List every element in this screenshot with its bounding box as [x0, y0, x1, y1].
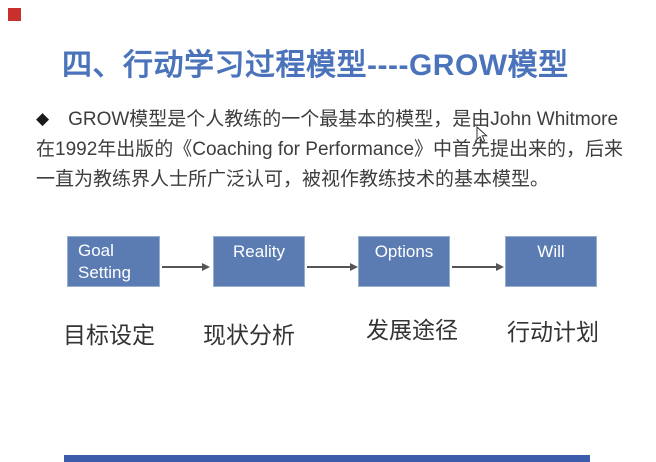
diagram-box-goal-setting: Goal Setting — [67, 236, 160, 287]
body-paragraph: ◆ GROW模型是个人教练的一个最基本的模型，是由John Whitmore 在1… — [36, 105, 642, 195]
mouse-cursor-icon — [476, 126, 488, 143]
bottom-accent-bar — [64, 455, 590, 462]
paragraph-text-3: 一直为教练界人士所广泛认可，被视作教练技术的基本模型。 — [36, 169, 550, 190]
arrow-right-icon — [162, 263, 210, 271]
caption-reality: 现状分析 — [203, 322, 295, 348]
slide-title: 四、行动学习过程模型----GROW模型 — [62, 49, 569, 82]
diagram-box-will: Will — [505, 236, 597, 287]
caption-goal-setting: 目标设定 — [63, 322, 155, 348]
caption-will: 行动计划 — [507, 319, 599, 345]
box-goal-line-1: Goal — [78, 241, 114, 260]
box-goal-line-2: Setting — [78, 263, 131, 282]
paragraph-text-2: 在1992年出版的《Coaching for Performance》中首先提出… — [36, 139, 624, 160]
diamond-bullet-icon: ◆ — [36, 109, 50, 128]
arrow-right-icon — [307, 263, 358, 271]
diagram-box-reality: Reality — [213, 236, 305, 287]
paragraph-line-1: ◆ GROW模型是个人教练的一个最基本的模型，是由John Whitmore — [36, 105, 642, 135]
paragraph-text-1: GROW模型是个人教练的一个最基本的模型，是由John Whitmore — [68, 109, 619, 130]
arrow-right-icon — [452, 263, 504, 271]
box-will-label: Will — [537, 242, 565, 261]
diagram-box-options: Options — [358, 236, 450, 287]
box-options-label: Options — [374, 242, 434, 261]
paragraph-line-3: 一直为教练界人士所广泛认可，被视作教练技术的基本模型。 — [36, 165, 642, 195]
caption-options: 发展途径 — [366, 317, 458, 343]
box-reality-label: Reality — [233, 242, 285, 261]
red-square-marker-icon — [8, 8, 21, 21]
paragraph-line-2: 在1992年出版的《Coaching for Performance》中首先提出… — [36, 135, 642, 165]
